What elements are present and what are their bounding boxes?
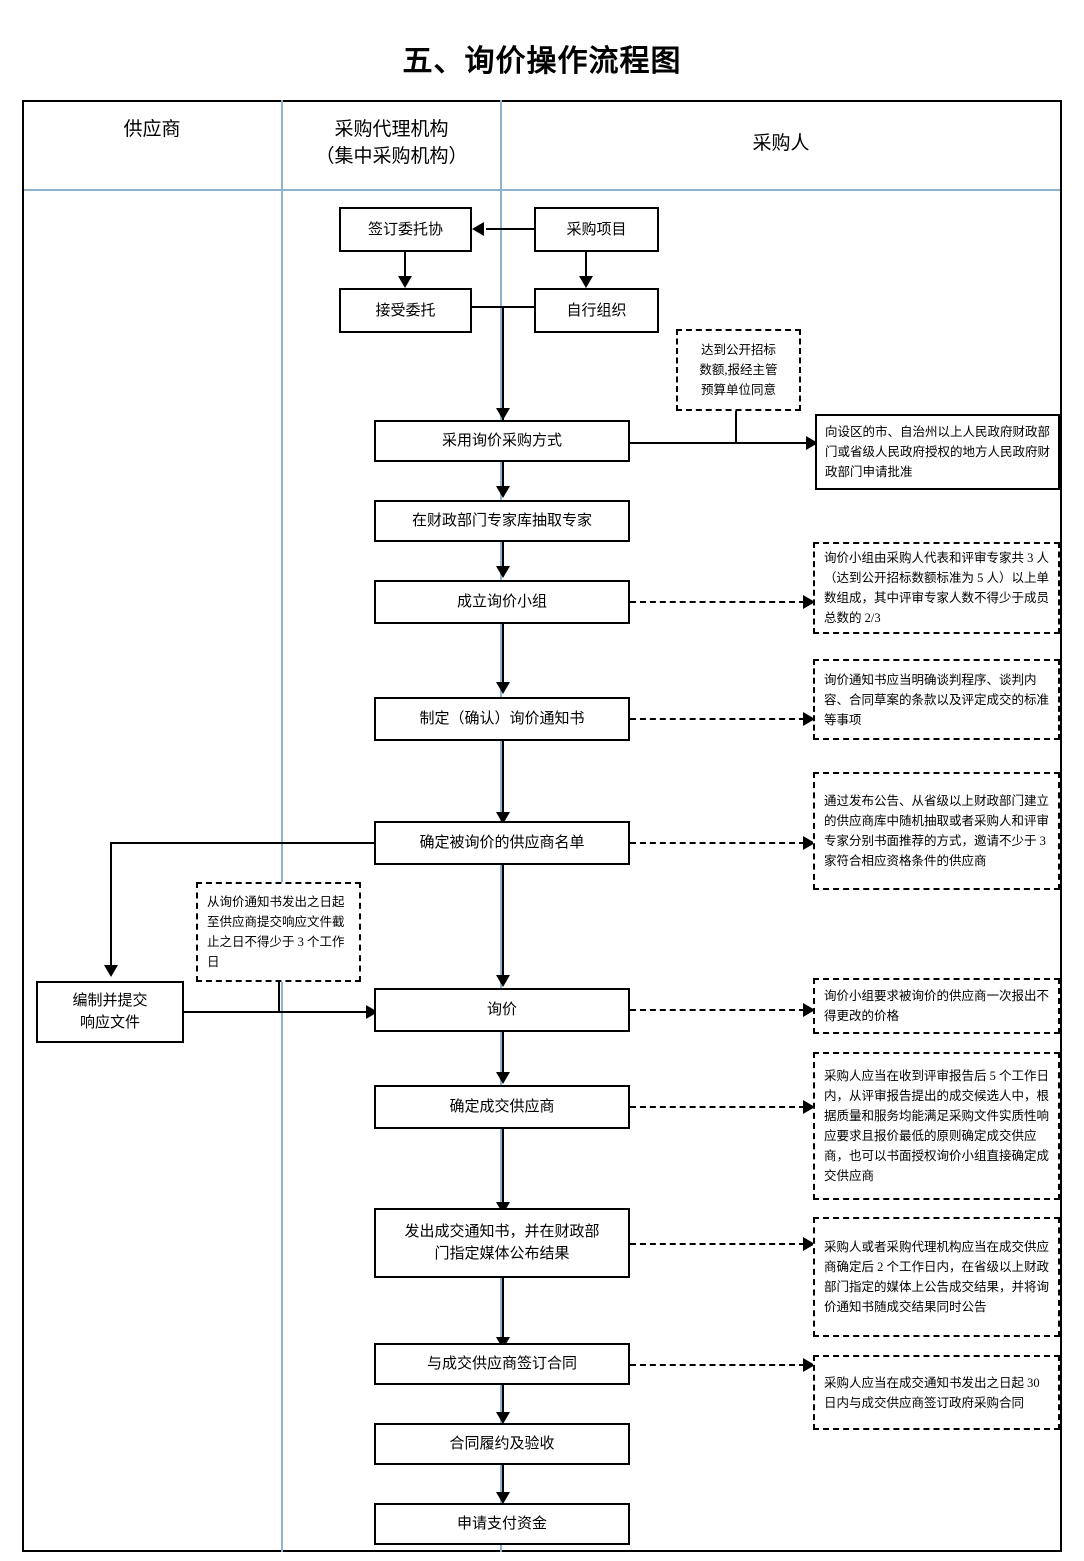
- connector-performance-to-payment: [502, 1465, 504, 1494]
- node-form-inquiry-group[interactable]: 成立询价小组: [374, 580, 630, 624]
- lane-header-purchaser: 采购人: [752, 133, 810, 154]
- arrowhead-group-to-note: [803, 595, 815, 609]
- node-apply-approval[interactable]: 向设区的市、自治州以上人民政府财政部门或省级人民政府授权的地方人民政府财政部门申…: [815, 414, 1060, 490]
- note-notice-content: 询价通知书应当明确谈判程序、谈判内容、合同草案的条款以及评定成交的标准等事项: [813, 659, 1060, 740]
- connector-winner-to-issue: [502, 1129, 504, 1205]
- connector-doc-to-inquiry: [184, 1011, 374, 1013]
- note-reach-open-tender-line1: 达到公开招标: [700, 343, 776, 357]
- connector-list-to-inquiry: [502, 865, 504, 977]
- arrowhead-issue-to-note: [803, 1237, 815, 1251]
- connector-project-to-sign: [486, 228, 534, 230]
- note-reach-open-tender-line2: 数额,报经主管: [699, 363, 778, 377]
- connector-left-down: [110, 842, 112, 970]
- note-three-working-days-text: 从询价通知书发出之日起至供应商提交响应文件截止之日不得少于 3 个工作日: [207, 895, 345, 969]
- node-apply-payment[interactable]: 申请支付资金: [374, 1503, 630, 1545]
- lane-divider-1: [281, 100, 283, 1552]
- node-issue-notice-line2: 门指定媒体公布结果: [434, 1246, 570, 1262]
- connector-experts-to-group: [502, 542, 504, 568]
- node-self-organize[interactable]: 自行组织: [534, 288, 659, 333]
- note-contract-30-days: 采购人应当在成交通知书发出之日起 30 日内与成交供应商签订政府采购合同: [813, 1355, 1060, 1430]
- note-one-time-quote: 询价小组要求被询价的供应商一次报出不得更改的价格: [813, 978, 1060, 1034]
- node-prepare-response-doc[interactable]: 编制并提交 响应文件: [36, 981, 184, 1043]
- arrowhead-performance-to-payment: [496, 1492, 510, 1504]
- lane-header-separator: [24, 189, 1060, 191]
- note-supplier-invite-text: 通过发布公告、从省级以上财政部门建立的供应商库中随机抽取或者采购人和评审专家分别…: [824, 794, 1050, 868]
- note-contract-30-days-text: 采购人应当在成交通知书发出之日起 30 日内与成交供应商签订政府采购合同: [824, 1375, 1040, 1410]
- connector-list-to-note: [630, 842, 805, 844]
- connector-issue-to-contract: [502, 1278, 504, 1340]
- connector-project-to-self: [585, 252, 587, 278]
- note-group-composition: 询价小组由采购人代表和评审专家共 3 人（达到公开招标数额标准为 5 人）以上单…: [813, 542, 1060, 634]
- lane-header-agency: 采购代理机构 （集中采购机构）: [284, 116, 499, 170]
- connector-notice-to-list: [502, 741, 504, 815]
- arrowhead-merge-to-method: [496, 408, 510, 420]
- connector-inquiry-to-winner: [502, 1032, 504, 1074]
- node-issue-notice[interactable]: 发出成交通知书，并在财政部 门指定媒体公布结果: [374, 1208, 630, 1278]
- connector-merge-down: [502, 306, 504, 420]
- connector-group-to-note: [630, 601, 805, 603]
- page-title: 五、询价操作流程图: [402, 45, 682, 78]
- connector-issue-to-note: [630, 1243, 805, 1245]
- note-group-composition-text: 询价小组由采购人代表和评审专家共 3 人（达到公开招标数额标准为 5 人）以上单…: [824, 551, 1050, 625]
- node-determine-supplier-list[interactable]: 确定被询价的供应商名单: [374, 821, 630, 865]
- connector-group-to-notice: [502, 624, 504, 684]
- node-sign-entrust[interactable]: 签订委托协: [339, 207, 472, 252]
- node-prepare-response-doc-line1: 编制并提交: [72, 993, 148, 1009]
- lane-header-agency-line1: 采购代理机构: [334, 119, 449, 140]
- note-determine-winner-rule-text: 采购人应当在收到评审报告后 5 个工作日内，从评审报告提出的成交候选人中，根据质…: [824, 1069, 1050, 1183]
- arrowhead-to-prepare-doc: [104, 965, 118, 977]
- arrowhead-contract-to-note: [803, 1358, 815, 1372]
- node-make-inquiry-notice[interactable]: 制定（确认）询价通知书: [374, 697, 630, 741]
- note-three-working-days: 从询价通知书发出之日起至供应商提交响应文件截止之日不得少于 3 个工作日: [196, 882, 361, 982]
- node-accept-entrust[interactable]: 接受委托: [339, 288, 472, 333]
- arrowhead-contract-to-performance: [496, 1412, 510, 1424]
- note-reach-open-tender: 达到公开招标 数额,报经主管 预算单位同意: [676, 329, 801, 411]
- node-sign-contract[interactable]: 与成交供应商签订合同: [374, 1343, 630, 1385]
- arrowhead-winner-to-note: [803, 1100, 815, 1114]
- node-inquiry[interactable]: 询价: [374, 988, 630, 1032]
- node-procurement-project[interactable]: 采购项目: [534, 207, 659, 252]
- arrowhead-notice-to-note: [803, 712, 815, 726]
- arrowhead-experts-to-group: [496, 566, 510, 578]
- arrowhead-sign-to-accept: [398, 276, 412, 288]
- connector-method-to-approval: [630, 442, 810, 444]
- connector-notice-to-note: [630, 718, 805, 720]
- connector-note-tender-down: [735, 411, 737, 443]
- flowchart-frame: [22, 100, 1062, 1552]
- connector-contract-to-note: [630, 1364, 805, 1366]
- arrowhead-inquiry-to-note: [803, 1003, 815, 1017]
- note-supplier-invite: 通过发布公告、从省级以上财政部门建立的供应商库中随机抽取或者采购人和评审专家分别…: [813, 772, 1060, 890]
- note-announce-rule-text: 采购人或者采购代理机构应当在成交供应商确定后 2 个工作日内，在省级以上财政部门…: [824, 1240, 1050, 1314]
- node-use-inquiry-method[interactable]: 采用询价采购方式: [374, 420, 630, 462]
- node-draw-experts[interactable]: 在财政部门专家库抽取专家: [374, 500, 630, 542]
- node-issue-notice-line1: 发出成交通知书，并在财政部: [404, 1224, 600, 1240]
- note-notice-content-text: 询价通知书应当明确谈判程序、谈判内容、合同草案的条款以及评定成交的标准等事项: [824, 672, 1050, 727]
- connector-note-days-down: [278, 982, 280, 1011]
- connector-winner-to-note: [630, 1106, 805, 1108]
- node-prepare-response-doc-line2: 响应文件: [79, 1015, 140, 1031]
- note-determine-winner-rule: 采购人应当在收到评审报告后 5 个工作日内，从评审报告提出的成交候选人中，根据质…: [813, 1052, 1060, 1200]
- node-apply-approval-text: 向设区的市、自治州以上人民政府财政部门或省级人民政府授权的地方人民政府财政部门申…: [825, 425, 1051, 479]
- note-announce-rule: 采购人或者采购代理机构应当在成交供应商确定后 2 个工作日内，在省级以上财政部门…: [813, 1217, 1060, 1337]
- connector-method-to-experts: [502, 462, 504, 488]
- arrowhead-inquiry-to-winner: [496, 1072, 510, 1084]
- lane-header-agency-line2: （集中采购机构）: [315, 146, 468, 167]
- note-one-time-quote-text: 询价小组要求被询价的供应商一次报出不得更改的价格: [824, 989, 1050, 1023]
- connector-inquiry-to-note: [630, 1009, 805, 1011]
- arrowhead-project-to-sign: [472, 222, 484, 236]
- arrowhead-list-to-note: [803, 836, 815, 850]
- connector-list-to-left: [110, 842, 374, 844]
- note-reach-open-tender-line3: 预算单位同意: [700, 383, 776, 397]
- node-determine-winner[interactable]: 确定成交供应商: [374, 1085, 630, 1129]
- arrowhead-group-to-notice: [496, 682, 510, 694]
- arrowhead-project-to-self: [579, 276, 593, 288]
- node-contract-performance[interactable]: 合同履约及验收: [374, 1423, 630, 1465]
- arrowhead-method-to-experts: [496, 486, 510, 498]
- lane-header-supplier: 供应商: [123, 119, 181, 140]
- connector-contract-to-performance: [502, 1385, 504, 1414]
- connector-sign-to-accept: [404, 252, 406, 278]
- arrowhead-list-to-inquiry: [496, 975, 510, 987]
